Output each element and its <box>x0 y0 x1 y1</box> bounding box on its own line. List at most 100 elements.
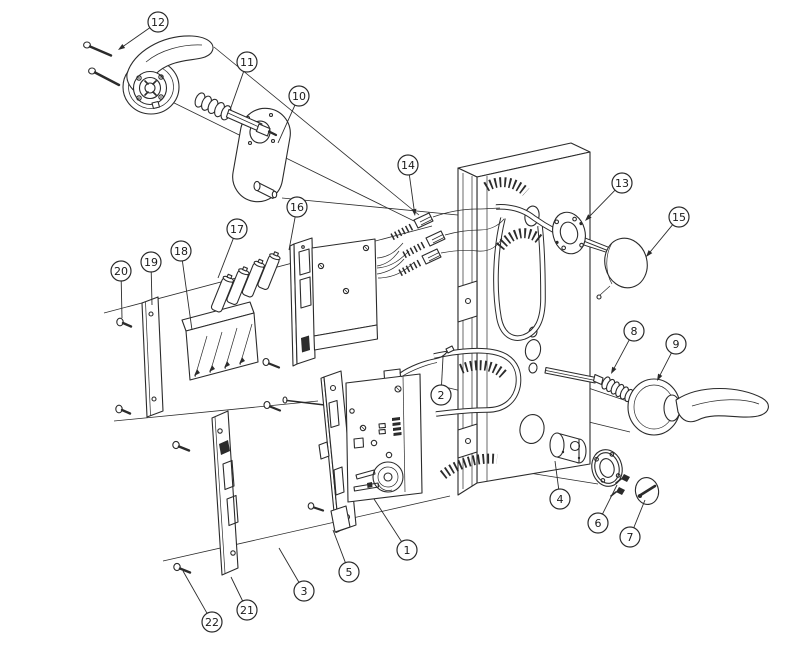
conduit-rib <box>439 453 498 480</box>
callout-number-4: 4 <box>557 493 564 506</box>
callout-circle-2 <box>430 384 452 406</box>
outside-trim <box>544 211 769 505</box>
callout-arrowhead-9 <box>657 373 663 381</box>
callout-arrowhead-13 <box>585 214 592 221</box>
callout-number-21: 21 <box>240 604 254 617</box>
outside-lever-handle <box>627 378 769 436</box>
spindle-hole <box>524 339 542 361</box>
callout-number-20: 20 <box>114 265 128 278</box>
battery-holder <box>181 301 259 381</box>
callout-leader-5 <box>332 529 346 563</box>
inside-lever-handle <box>122 35 214 115</box>
callout-circle-18 <box>170 240 192 262</box>
callout-number-19: 19 <box>144 256 158 269</box>
callout-circle-11 <box>236 51 258 73</box>
callout-leader-11 <box>229 71 245 111</box>
callout-leader-19 <box>150 271 153 306</box>
callout-number-16: 16 <box>290 201 304 214</box>
callout-leader-22 <box>182 570 208 614</box>
conduit-rib <box>483 177 530 196</box>
callout-circle-8 <box>623 320 645 342</box>
callout-number-12: 12 <box>151 16 165 29</box>
mortise-crossbar <box>457 423 478 459</box>
escutcheon-plate <box>232 107 291 203</box>
inside-spindle-spring <box>194 92 278 137</box>
callout-circle-3 <box>293 580 315 602</box>
callout-leader-1 <box>373 498 402 542</box>
callout-circle-9 <box>665 333 687 355</box>
cylinder-cover <box>634 477 660 505</box>
mounting-screw <box>115 317 133 415</box>
callout-leader-18 <box>181 260 193 331</box>
outside-rose-cover <box>596 237 648 300</box>
electronics-chassis <box>289 237 405 367</box>
mortise-lock-assembly <box>262 345 455 534</box>
callout-leader-21 <box>230 576 244 602</box>
callout-leader-6 <box>602 484 618 515</box>
callout-circle-22 <box>201 611 223 633</box>
strike-plate-assembly <box>172 410 239 576</box>
callout-circle-12 <box>147 11 169 33</box>
mounting-ring <box>552 211 586 255</box>
battery-cover-plate <box>141 296 164 418</box>
callout-circle-21 <box>236 599 258 621</box>
callout-leader-16 <box>288 216 296 251</box>
callout-leader-2 <box>441 356 444 386</box>
callout-leader-15 <box>648 224 673 254</box>
callout-circle-4 <box>549 488 571 510</box>
callout-leader-13 <box>588 189 616 218</box>
callout-number-9: 9 <box>673 338 680 351</box>
callout-number-5: 5 <box>346 566 353 579</box>
screw-hole <box>528 362 538 374</box>
callout-arrowhead-15 <box>646 250 653 257</box>
callout-arrowhead-14 <box>411 208 417 216</box>
lock-wires <box>399 345 455 378</box>
inside-trim <box>83 35 291 203</box>
callout-number-8: 8 <box>631 325 638 338</box>
mortise-crossbar <box>457 280 478 323</box>
callout-leader-10 <box>277 104 296 144</box>
wire-connectors <box>376 207 505 279</box>
callout-leader-4 <box>554 460 560 490</box>
cylinder-hole <box>519 414 545 444</box>
callout-number-10: 10 <box>292 90 306 103</box>
callout-circle-15 <box>668 206 690 228</box>
callout-number-18: 18 <box>174 245 188 258</box>
callout-number-17: 17 <box>230 223 244 236</box>
callout-circle-7 <box>619 526 641 548</box>
callout-leader-8 <box>612 339 630 370</box>
callout-number-2: 2 <box>438 389 445 402</box>
callout-circle-5 <box>338 561 360 583</box>
door-front-face <box>476 151 591 484</box>
callout-circle-17 <box>226 218 248 240</box>
callout-number-11: 11 <box>240 56 254 69</box>
battery-assembly <box>115 237 405 418</box>
conduit-rib <box>496 228 543 251</box>
callout-leader-9 <box>658 352 672 377</box>
callout-number-15: 15 <box>672 211 686 224</box>
connector-body <box>402 240 427 259</box>
lock-body <box>345 368 423 503</box>
callout-circle-13 <box>611 172 633 194</box>
callout-number-1: 1 <box>404 544 411 557</box>
callout-circle-1 <box>396 539 418 561</box>
chassis-screws <box>262 357 334 412</box>
callout-circle-16 <box>286 196 308 218</box>
callout-leader-14 <box>408 174 415 212</box>
callout-circle-6 <box>587 512 609 534</box>
callout-leader-12 <box>121 27 151 48</box>
strike-plate <box>211 410 239 576</box>
handle-screws <box>83 41 121 87</box>
callout-leader-3 <box>278 547 300 583</box>
callout-number-3: 3 <box>301 585 308 598</box>
mortise-cylinder <box>549 432 587 464</box>
connector-body <box>398 258 423 277</box>
callout-number-7: 7 <box>627 531 634 544</box>
callout-number-14: 14 <box>401 159 415 172</box>
cylinder-trim-ring <box>591 449 630 497</box>
batteries <box>210 251 281 313</box>
callout-number-13: 13 <box>615 177 629 190</box>
